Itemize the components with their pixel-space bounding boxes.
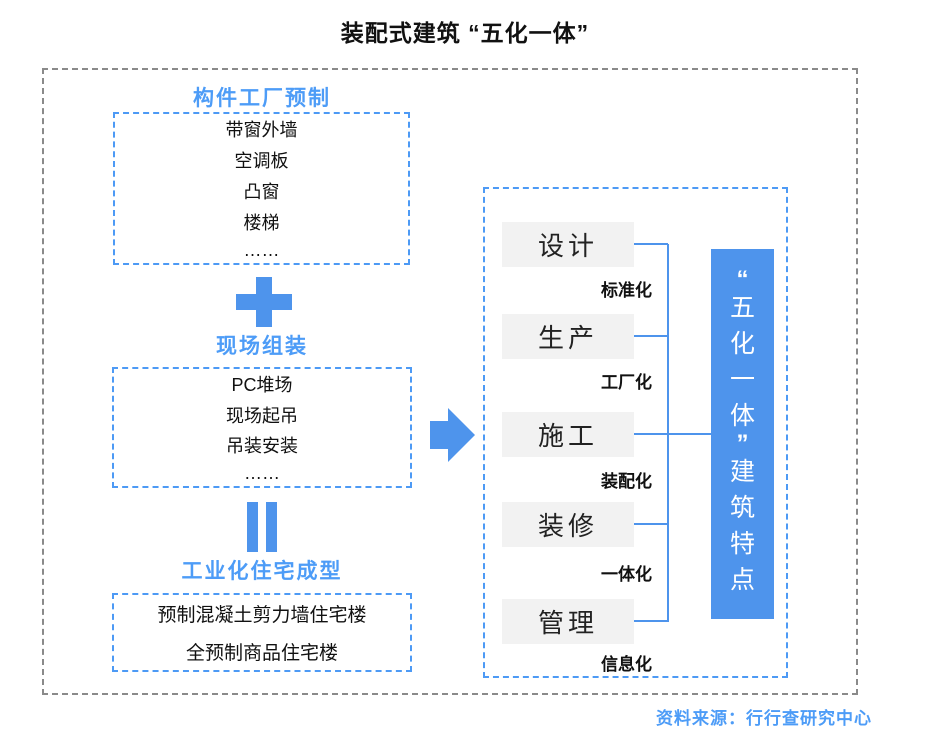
parallel-equals-icon [247,502,258,552]
connector-line [634,620,668,622]
connector-line [634,523,668,525]
list-item: 现场起吊 [226,405,298,426]
plus-icon [256,277,272,327]
right-arrow-icon [430,408,475,462]
label-informatization: 信息化 [601,655,652,674]
stage-box-industrialized-housing: 预制混凝土剪力墙住宅楼 全预制商品住宅楼 [112,593,412,672]
result-char: ” [736,430,749,457]
result-char: 体 [729,402,755,430]
list-item: 吊装安装 [226,436,298,457]
list-item: 预制混凝土剪力墙住宅楼 [157,605,367,627]
process-box-design: 设计 [502,222,634,267]
label-standardization: 标准化 [601,281,652,300]
list-item: PC堆场 [231,375,293,396]
list-item: …… [243,239,280,260]
list-item: 全预制商品住宅楼 [185,642,338,664]
list-item: 凸窗 [243,181,280,202]
stage-heading-industrialized-housing: 工业化住宅成型 [181,560,343,583]
stage-heading-onsite-assembly: 现场组装 [216,335,308,358]
parallel-equals-icon [266,502,277,552]
result-char: 五 [729,294,755,322]
source-note: 资料来源：行行查研究中心 [656,709,872,728]
list-item: …… [244,462,280,483]
result-char: “ [736,266,749,293]
result-box-five-in-one: “ 五 化 一 体 ” 建 筑 特 点 [711,249,774,619]
result-char: 一 [729,366,755,394]
result-char: 建 [729,458,755,486]
list-item: 空调板 [234,151,289,172]
connector-line [634,433,668,435]
result-char: 点 [729,566,755,594]
process-box-construction: 施工 [502,412,634,457]
result-char: 特 [729,530,755,558]
connector-line [634,243,668,245]
result-char: 化 [729,330,755,358]
process-box-decoration: 装修 [502,502,634,547]
stage-box-factory-prefab: 带窗外墙 空调板 凸窗 楼梯 …… [113,112,410,265]
label-integration: 一体化 [601,565,652,584]
stage-heading-factory-prefab: 构件工厂预制 [193,87,331,110]
stage-box-onsite-assembly: PC堆场 现场起吊 吊装安装 …… [112,367,412,488]
label-assembly: 装配化 [601,472,652,491]
list-item: 带窗外墙 [225,120,298,141]
connector-line [634,335,668,337]
right-panel: 设计 生产 施工 装修 管理 标准化 工厂化 装配化 一体化 信息化 “ 五 化… [483,187,788,678]
connector-line [668,433,712,435]
page-title: 装配式建筑 “五化一体” [340,20,590,46]
process-box-production: 生产 [502,314,634,359]
outer-dashed-frame [42,68,858,695]
process-box-management: 管理 [502,599,634,644]
list-item: 楼梯 [243,212,280,233]
result-char: 筑 [729,494,755,522]
label-factory-production: 工厂化 [601,373,652,392]
